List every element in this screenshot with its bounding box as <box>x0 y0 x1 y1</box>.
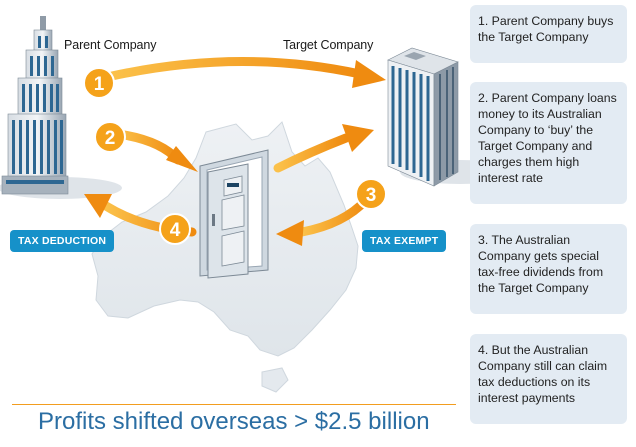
step-panel-3: 3. The Australian Company gets special t… <box>470 224 627 314</box>
arrow-door-to-target <box>273 124 374 173</box>
step-panel-1: 1. Parent Company buys the Target Compan… <box>470 5 627 63</box>
tasmania-shape <box>261 367 289 393</box>
arrow-number-3: 3 <box>366 185 377 206</box>
arrow-number-2: 2 <box>105 128 116 149</box>
arrow-number-4: 4 <box>170 220 181 241</box>
arrow-number-1: 1 <box>94 74 105 95</box>
tax-exempt-badge: TAX EXEMPT <box>362 230 447 252</box>
footer-divider <box>12 404 456 405</box>
arrow-number-badge-2: 2 <box>94 121 126 153</box>
arrow-1 <box>107 57 386 88</box>
door-icon <box>199 149 269 279</box>
footer-headline: Profits shifted overseas > $2.5 billion <box>38 408 430 435</box>
target-company-label: Target Company <box>283 38 374 52</box>
step-panel-4: 4. But the Australian Company still can … <box>470 334 627 424</box>
arrow-number-badge-4: 4 <box>159 213 191 245</box>
tax-deduction-badge: TAX DEDUCTION <box>10 230 115 252</box>
arrow-number-badge-1: 1 <box>83 67 115 99</box>
arrow-2 <box>113 129 198 172</box>
parent-building-icon <box>1 16 69 195</box>
step-panel-2: 2. Parent Company loans money to its Aus… <box>470 82 627 204</box>
parent-company-label: Parent Company <box>64 38 157 52</box>
target-building-icon <box>387 47 459 187</box>
arrow-number-badge-3: 3 <box>355 178 387 210</box>
